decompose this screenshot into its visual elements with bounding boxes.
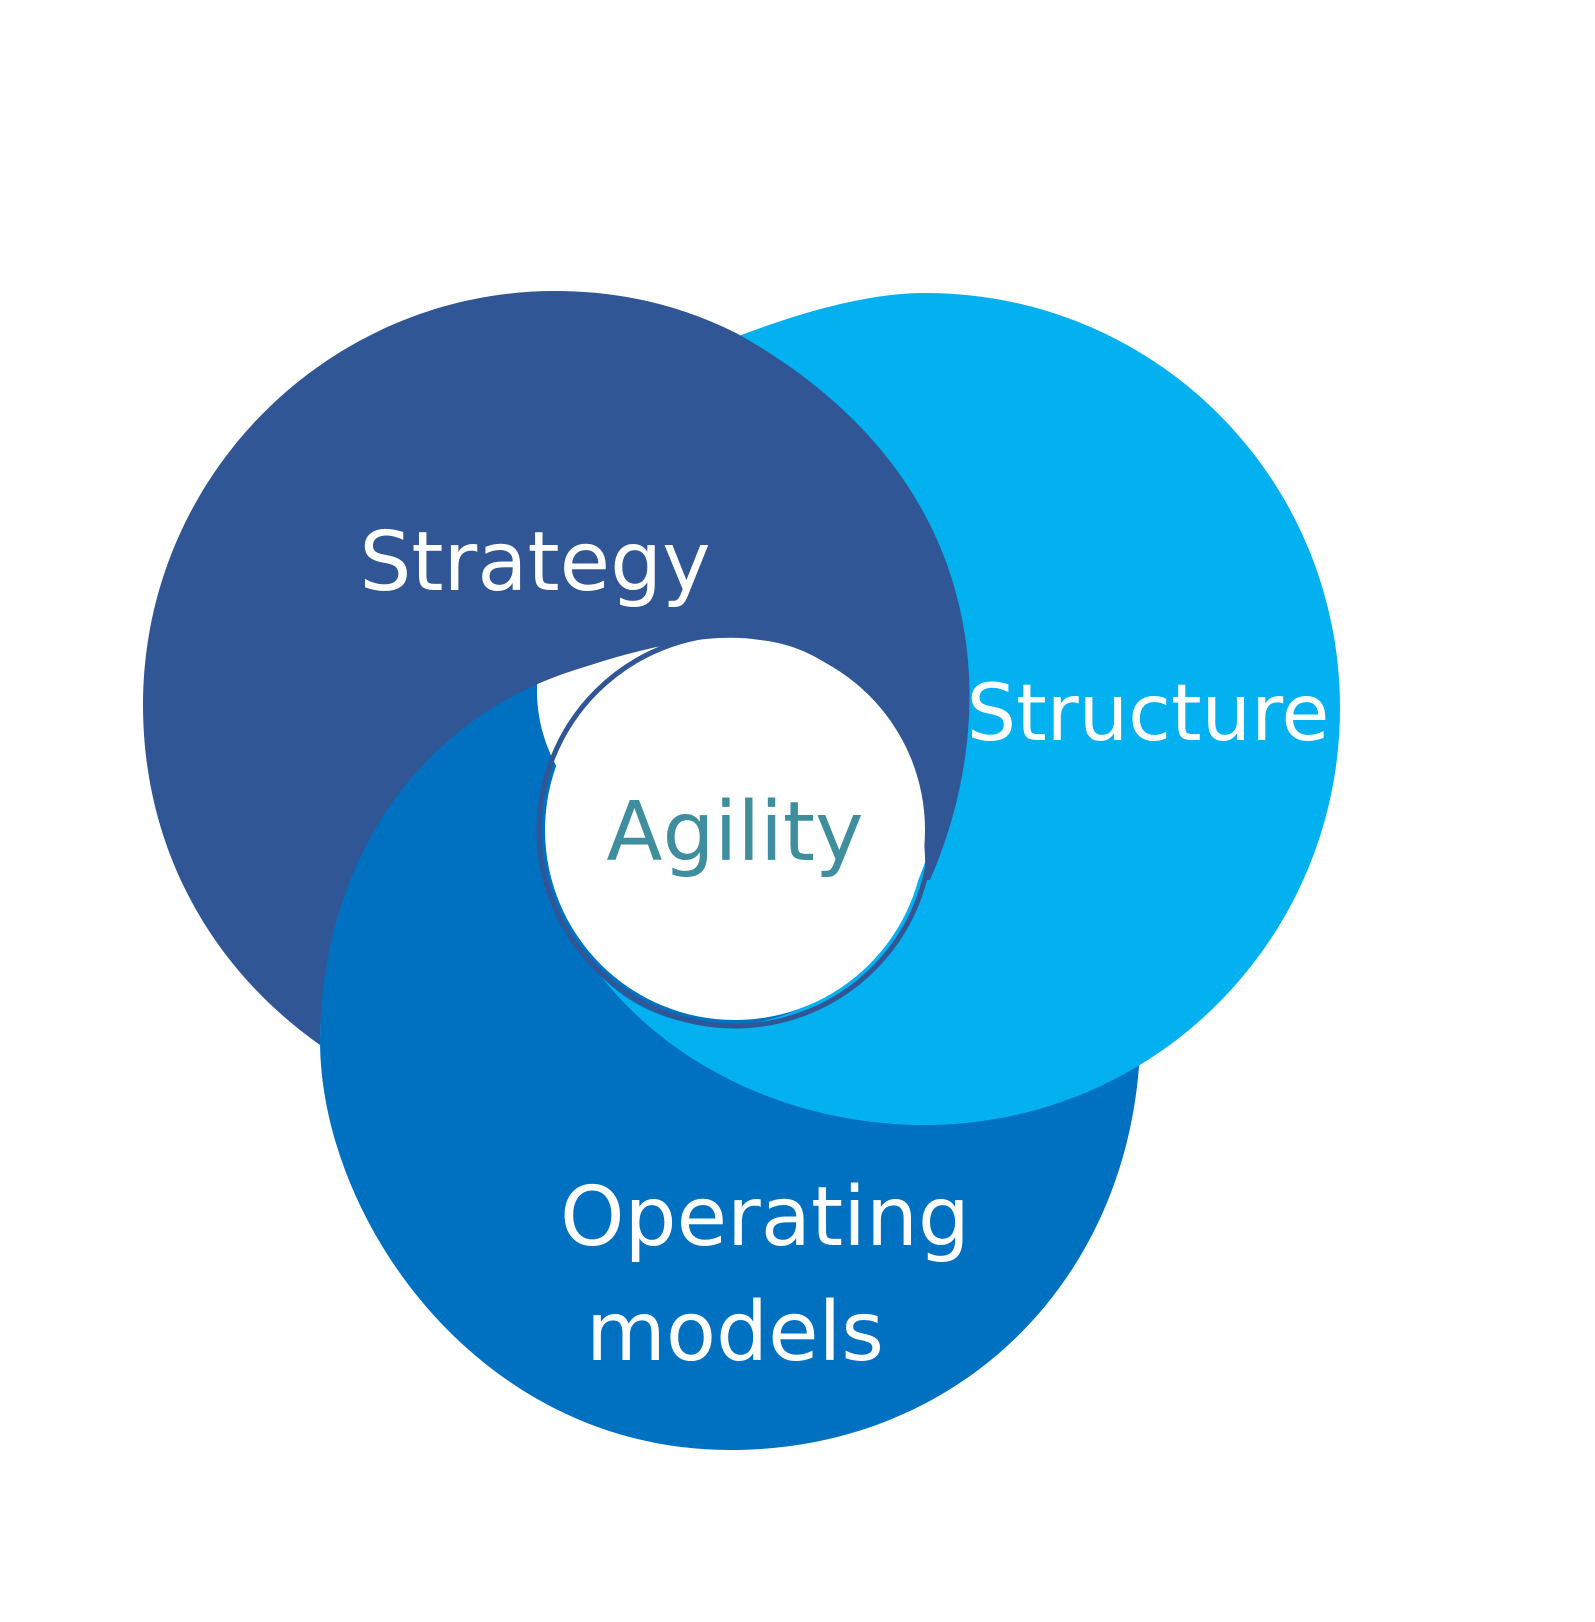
agility-label: Agility — [606, 785, 863, 880]
strategy-segment — [143, 291, 970, 1045]
agility-ring — [536, 631, 934, 1029]
agility-circle — [545, 640, 925, 1020]
structure-label: Structure — [967, 669, 1330, 759]
operating-label-line1: Operating — [560, 1170, 970, 1265]
strategy-label: Strategy — [359, 515, 710, 610]
structure-segment — [600, 293, 1340, 1125]
operating-label-line2: models — [586, 1285, 884, 1380]
